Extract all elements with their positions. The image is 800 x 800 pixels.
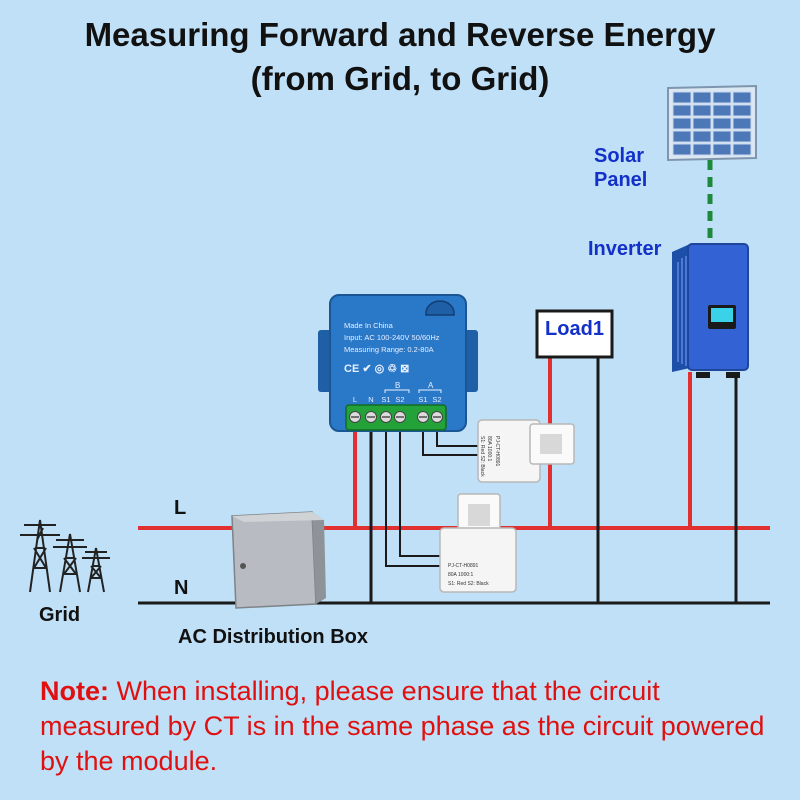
ct-b-model-text: PJ-CT-H0891 [448, 563, 479, 569]
inverter-label: Inverter [588, 238, 662, 260]
terminal-label-l: L [353, 395, 357, 404]
solar-label-line2: Panel [594, 169, 648, 191]
terminal-label-b-s2: S2 [395, 395, 404, 404]
ct-b-wiring-text: S1: Red S2: Black [448, 581, 489, 587]
terminal-label-a-s1: S1 [418, 395, 427, 404]
grid-label: Grid [39, 604, 81, 626]
load-box [535, 309, 614, 359]
terminal-label-b-s1: S1 [381, 395, 390, 404]
solar-label-line1: Solar [594, 145, 645, 167]
module-origin-text: Made In China [344, 321, 394, 330]
ct-a-wiring-text: S1: Red S2: Black [479, 436, 485, 477]
ct-b-rating-text: 80A 1000:1 [448, 572, 474, 578]
certification-marks: CE ✔ ◎ ♲ ⊠ [344, 363, 409, 375]
neutral-line-label: N [174, 577, 189, 599]
ct-a-s2-wire [436, 432, 480, 447]
ct-a-rating-text: 80A 1000:1 [486, 436, 492, 462]
ct-a-model-text: PJ-CT-H0891 [494, 436, 500, 467]
module-range-text: Measuring Range: 0.2-80A [344, 345, 434, 354]
inverter-icon [672, 243, 749, 378]
note-body: When installing, please ensure that the … [40, 676, 765, 776]
terminal-group-b-label: B [395, 381, 400, 390]
ct-b-s2-wire [399, 432, 442, 557]
terminal-group-a-label: A [428, 381, 434, 390]
ct-a-s1-wire [422, 432, 480, 456]
distribution-box-icon [231, 511, 326, 609]
ct-b-s1-wire [385, 432, 442, 567]
live-line-label: L [174, 497, 187, 519]
solar-panel-icon [667, 84, 757, 162]
ct-sensor-a: PJ-CT-H0891 80A 1000:1 S1: Red S2: Black [477, 419, 575, 483]
page-subtitle: (from Grid, to Grid) [250, 60, 550, 97]
transmission-tower-icon [20, 519, 110, 593]
terminal-label-n: N [368, 395, 373, 404]
ct-sensor-b: PJ-CT-H0891 80A 1000:1 S1: Red S2: Black [439, 493, 517, 593]
terminal-label-a-s2: S2 [432, 395, 441, 404]
page-title: Measuring Forward and Reverse Energy [84, 16, 716, 53]
module-input-text: Input: AC 100-240V 50/60Hz [344, 333, 440, 342]
load-label: Load1 [545, 318, 604, 340]
installation-note: Note: When installing, please ensure tha… [40, 674, 780, 779]
distribution-box-label: AC Distribution Box [178, 626, 368, 648]
meter-module: Made In China Input: AC 100-240V 50/60Hz… [318, 294, 478, 432]
solar-panel-label: Solar Panel [594, 144, 647, 192]
note-heading: Note: [40, 676, 109, 706]
